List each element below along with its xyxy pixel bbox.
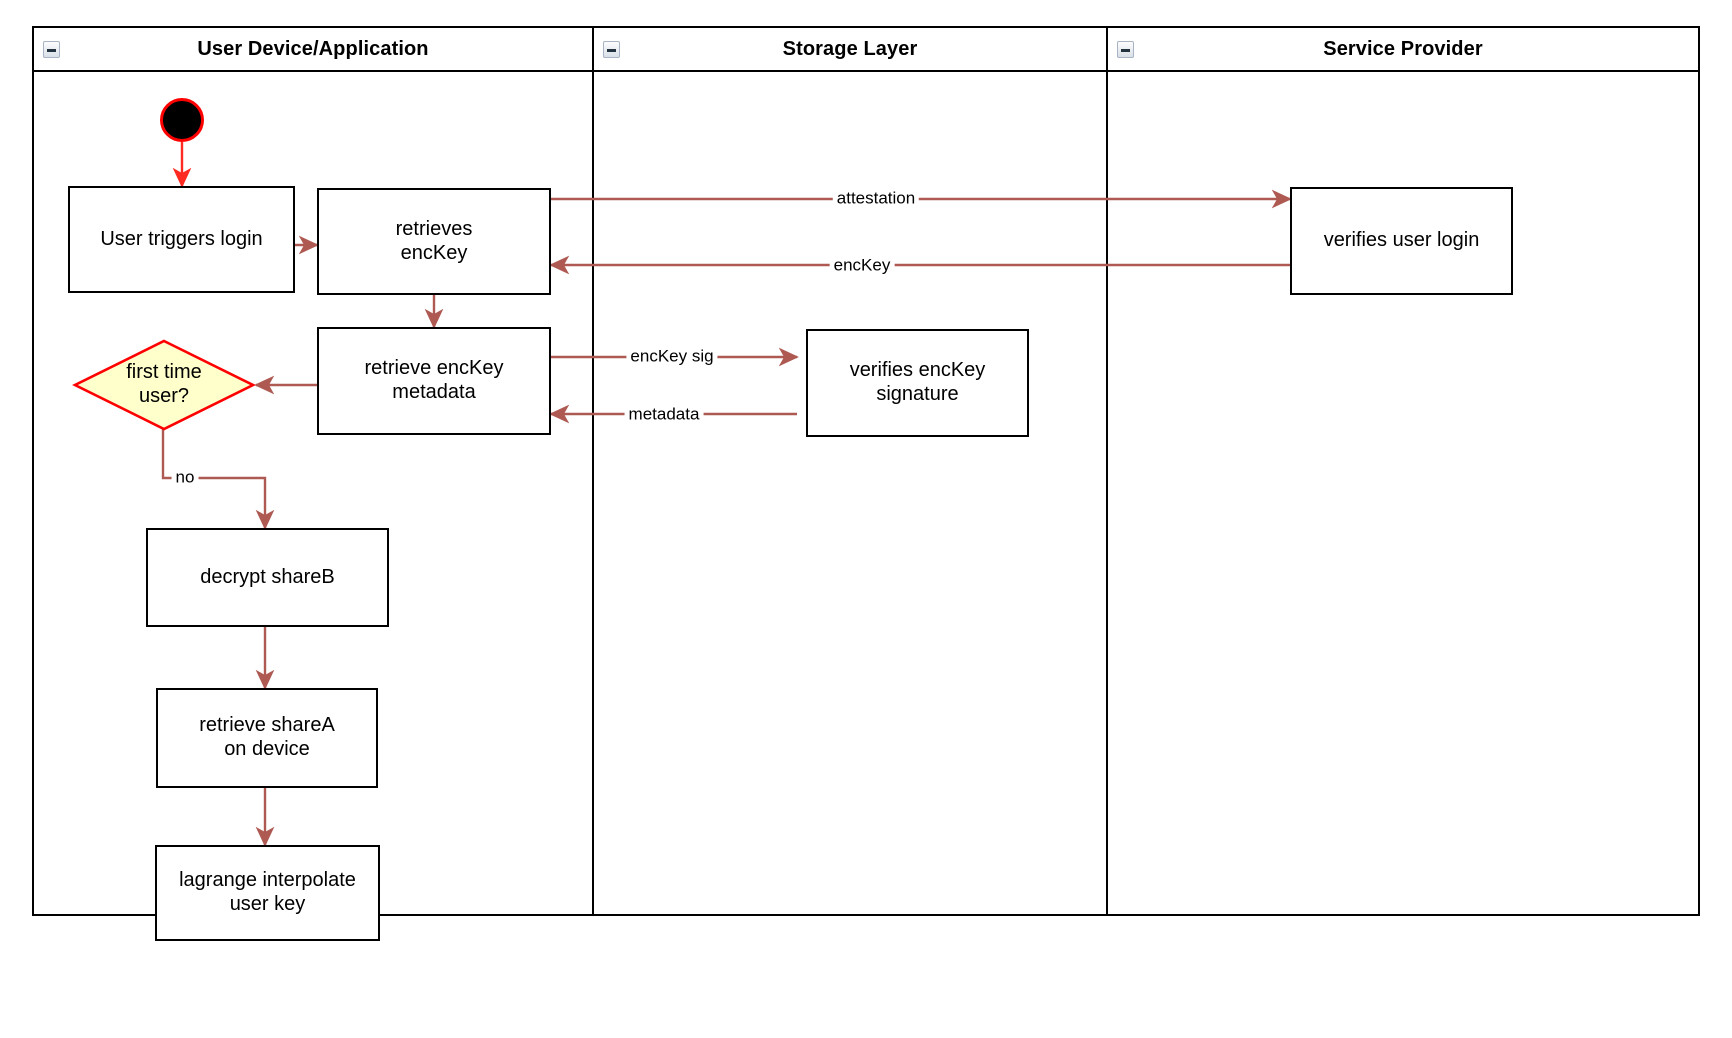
node-retrieve-sharea-on-device[interactable]: retrieve shareA on device bbox=[156, 688, 378, 788]
lane-title-user-device: User Device/Application bbox=[197, 37, 429, 60]
lane-header-user-device[interactable]: User Device/Application bbox=[34, 28, 592, 72]
node-verifies-user-login[interactable]: verifies user login bbox=[1290, 187, 1513, 295]
node-retrieves-enckey[interactable]: retrieves encKey bbox=[317, 188, 551, 295]
lane-storage-layer[interactable]: Storage Layer bbox=[592, 28, 1106, 914]
node-user-triggers-login[interactable]: User triggers login bbox=[68, 186, 295, 293]
edge-label-enckey-sig: encKey sig bbox=[626, 347, 718, 367]
decision-diamond-shape bbox=[72, 339, 256, 431]
edge-label-attestation: attestation bbox=[832, 189, 920, 209]
collapse-minus-icon[interactable] bbox=[1117, 41, 1134, 58]
edge-label-enckey: encKey bbox=[829, 256, 895, 276]
collapse-minus-icon[interactable] bbox=[603, 41, 620, 58]
lane-service-provider[interactable]: Service Provider bbox=[1106, 28, 1698, 914]
edge-label-no: no bbox=[171, 468, 199, 488]
collapse-minus-icon[interactable] bbox=[43, 41, 60, 58]
node-retrieve-enckey-metadata[interactable]: retrieve encKey metadata bbox=[317, 327, 551, 435]
lane-title-service-provider: Service Provider bbox=[1323, 37, 1483, 60]
node-first-time-user[interactable]: first time user? bbox=[72, 338, 256, 432]
start-node[interactable] bbox=[160, 98, 204, 142]
lane-title-storage-layer: Storage Layer bbox=[782, 37, 918, 60]
node-verifies-enckey-signature[interactable]: verifies encKey signature bbox=[806, 329, 1029, 437]
node-decrypt-shareb[interactable]: decrypt shareB bbox=[146, 528, 389, 627]
edge-label-metadata: metadata bbox=[624, 405, 704, 425]
lane-header-service-provider[interactable]: Service Provider bbox=[1108, 28, 1698, 72]
lane-header-storage-layer[interactable]: Storage Layer bbox=[594, 28, 1106, 72]
node-lagrange-interpolate-user-key[interactable]: lagrange interpolate user key bbox=[155, 845, 380, 941]
lane-user-device[interactable]: User Device/Application bbox=[34, 28, 592, 914]
